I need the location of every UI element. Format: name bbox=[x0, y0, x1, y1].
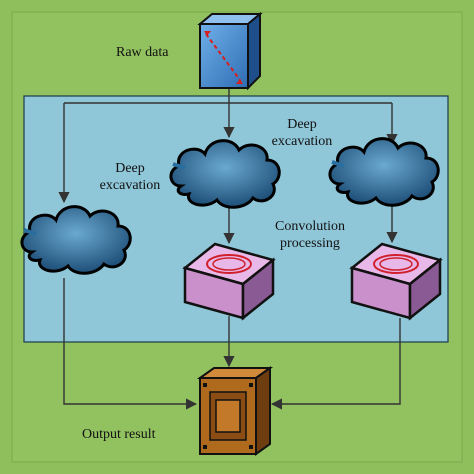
deep-excavation-right-label: Deep excavation bbox=[262, 116, 342, 150]
chip-icon bbox=[196, 366, 274, 456]
convolution-label: Convolution processing bbox=[264, 218, 356, 252]
cloud-icon bbox=[20, 205, 132, 275]
cube-icon bbox=[197, 11, 263, 91]
raw-data-label: Raw data bbox=[116, 45, 169, 60]
deep-excavation-right-line1: Deep bbox=[287, 117, 317, 132]
deep-excavation-left-line1: Deep bbox=[115, 161, 145, 176]
deep-excavation-right-line2: excavation bbox=[271, 134, 333, 149]
cloud-icon bbox=[169, 139, 281, 209]
deep-excavation-left-line2: excavation bbox=[99, 178, 161, 193]
convolution-line2: processing bbox=[280, 236, 340, 251]
deep-excavation-left-label: Deep excavation bbox=[90, 160, 170, 194]
cloud-icon bbox=[328, 137, 440, 207]
prism-icon bbox=[182, 242, 276, 321]
connectors bbox=[58, 88, 401, 410]
prism-icon bbox=[349, 242, 443, 321]
output-result-label: Output result bbox=[82, 427, 156, 442]
convolution-line1: Convolution bbox=[274, 219, 345, 234]
